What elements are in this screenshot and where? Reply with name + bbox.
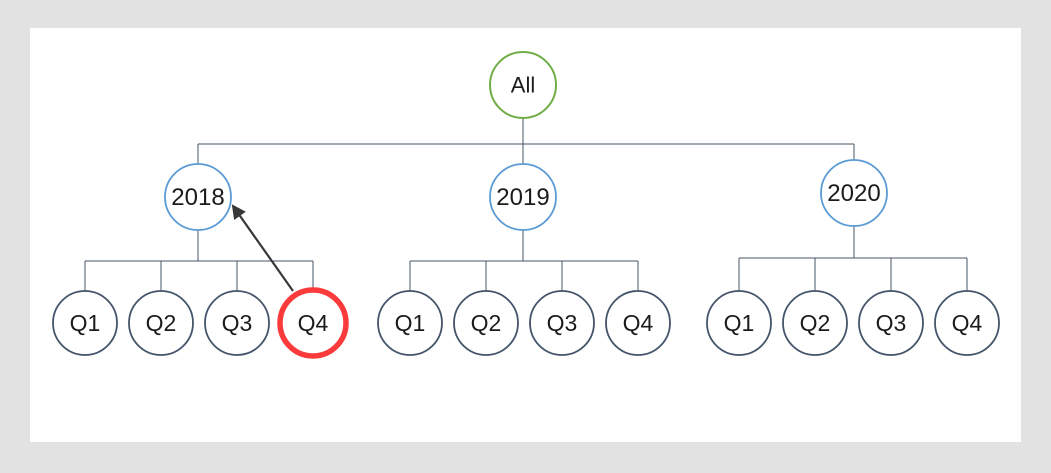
node-circle — [453, 290, 519, 356]
node-label: Q1 — [70, 310, 101, 336]
node-circle — [782, 290, 848, 356]
node-label: 2020 — [827, 180, 880, 207]
node-circle-highlighted — [277, 287, 349, 359]
node-quarter-2020-q4[interactable]: Q4 — [934, 290, 1000, 356]
node-label: 2018 — [171, 184, 224, 211]
node-circle — [164, 163, 232, 231]
node-quarter-2019-q2[interactable]: Q2 — [453, 290, 519, 356]
node-quarter-2020-q2[interactable]: Q2 — [782, 290, 848, 356]
node-all[interactable]: All — [489, 51, 557, 119]
node-label: Q3 — [547, 310, 578, 336]
node-label: Q4 — [298, 310, 329, 336]
node-quarter-2020-q1[interactable]: Q1 — [706, 290, 772, 356]
node-circle — [128, 290, 194, 356]
node-circle — [858, 290, 924, 356]
node-quarter-2019-q1[interactable]: Q1 — [377, 290, 443, 356]
node-quarter-2018-q2[interactable]: Q2 — [128, 290, 194, 356]
node-label: 2019 — [496, 184, 549, 211]
node-label: All — [511, 72, 535, 97]
node-quarter-2019-q3[interactable]: Q3 — [529, 290, 595, 356]
node-circle — [934, 290, 1000, 356]
node-label: Q2 — [471, 310, 502, 336]
node-circle — [820, 159, 888, 227]
node-circle — [204, 290, 270, 356]
node-year-2019[interactable]: 2019 — [489, 163, 557, 231]
node-quarter-2018-q3[interactable]: Q3 — [204, 290, 270, 356]
node-label: Q4 — [623, 310, 654, 336]
node-year-2018[interactable]: 2018 — [164, 163, 232, 231]
node-circle — [489, 51, 557, 119]
node-label: Q2 — [800, 310, 831, 336]
node-label: Q1 — [395, 310, 426, 336]
node-quarter-2020-q3[interactable]: Q3 — [858, 290, 924, 356]
node-circle — [377, 290, 443, 356]
node-quarter-2018-q4-highlighted[interactable]: Q4 — [277, 287, 349, 359]
node-circle — [489, 163, 557, 231]
annotation-arrow[interactable] — [231, 204, 294, 292]
connector-lines — [84, 118, 968, 291]
node-label: Q1 — [724, 310, 755, 336]
node-label: Q3 — [876, 310, 907, 336]
node-label: Q4 — [952, 310, 983, 336]
node-quarter-2018-q1[interactable]: Q1 — [52, 290, 118, 356]
node-quarter-2019-q4[interactable]: Q4 — [605, 290, 671, 356]
node-circle — [52, 290, 118, 356]
node-circle — [529, 290, 595, 356]
node-label: Q3 — [222, 310, 253, 336]
node-year-2020[interactable]: 2020 — [820, 159, 888, 227]
node-circle — [706, 290, 772, 356]
node-label: Q2 — [146, 310, 177, 336]
node-circle — [605, 290, 671, 356]
